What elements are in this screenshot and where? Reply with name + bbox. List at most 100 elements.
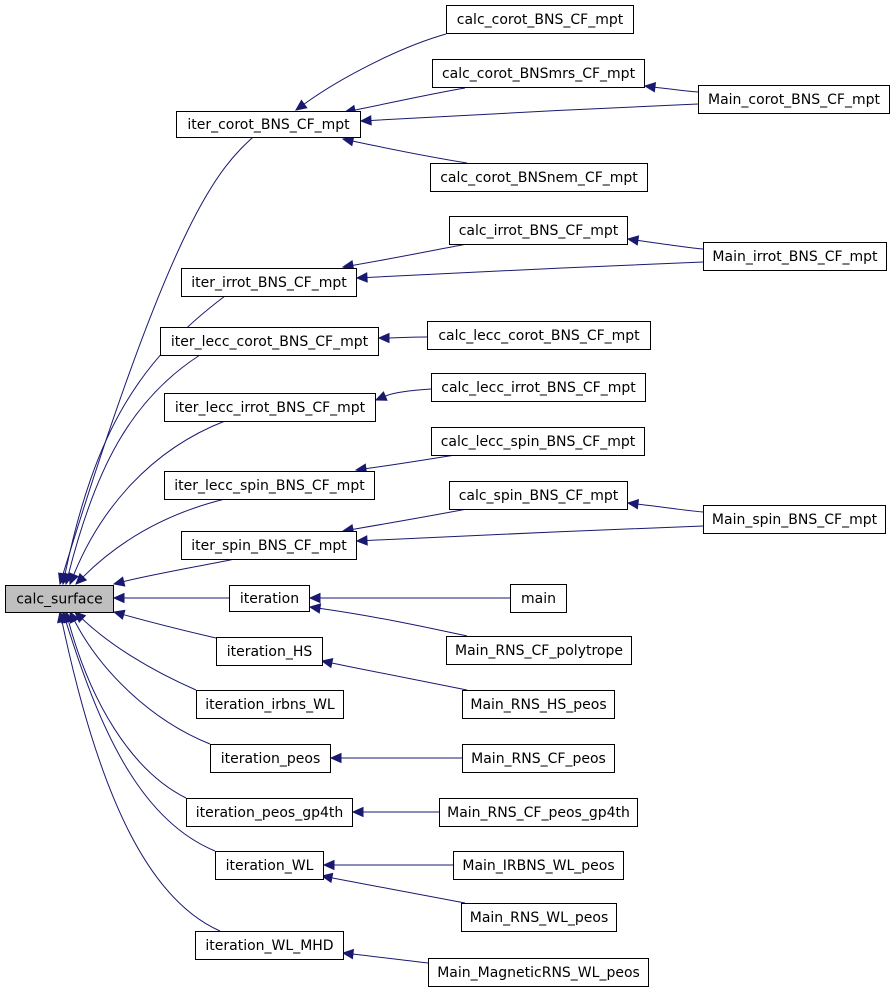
node-box[interactable] [446, 5, 634, 34]
node-box[interactable] [449, 481, 628, 510]
node-box[interactable] [431, 427, 645, 456]
node-main-corot-bns-cf-mpt[interactable]: Main_corot_BNS_CF_mpt [698, 85, 890, 114]
node-iter-lecc-corot-bns-cf-mpt[interactable]: iter_lecc_corot_BNS_CF_mpt [160, 327, 379, 356]
node-box[interactable] [431, 373, 646, 402]
node-main-rns-cf-peos-gp4th[interactable]: Main_RNS_CF_peos_gp4th [439, 798, 638, 827]
edge-line [81, 618, 197, 691]
edge-iteration-wl-mhd-to-calc-surface [57, 610, 221, 932]
edge-line [366, 525, 704, 541]
node-main-rns-wl-peos[interactable]: Main_RNS_WL_peos [461, 903, 617, 932]
node-main-rns-cf-peos[interactable]: Main_RNS_CF_peos [462, 744, 615, 773]
node-iteration-peos[interactable]: iteration_peos [210, 744, 331, 773]
edge-main-magneticrns-wl-peos-to-iteration-wl-mhd [341, 948, 429, 964]
node-box[interactable] [462, 690, 615, 719]
node-calc-spin-bns-cf-mpt[interactable]: calc_spin_BNS_CF_mpt [449, 481, 628, 510]
node-iter-lecc-irrot-bns-cf-mpt[interactable]: iter_lecc_irrot_BNS_CF_mpt [164, 393, 376, 422]
node-label: iteration_HS [227, 644, 313, 660]
node-calc-surface[interactable]: calc_surface [5, 585, 114, 613]
node-label: Main_corot_BNS_CF_mpt [708, 92, 881, 108]
node-calc-lecc-irrot-bns-cf-mpt[interactable]: calc_lecc_irrot_BNS_CF_mpt [431, 373, 646, 402]
node-box[interactable] [160, 327, 379, 356]
arrow-head [643, 82, 657, 93]
edge-line [365, 454, 456, 470]
node-iteration-hs[interactable]: iteration_HS [216, 637, 323, 666]
node-box[interactable] [453, 851, 624, 880]
node-calc-corot-bnsnem-cf-mpt[interactable]: calc_corot_BNSnem_CF_mpt [430, 163, 648, 192]
edge-line [319, 607, 468, 637]
node-box[interactable] [210, 744, 331, 773]
node-label: iteration [240, 591, 299, 607]
node-iteration-irbns-wl[interactable]: iteration_irbns_WL [196, 690, 344, 719]
node-box[interactable] [432, 59, 645, 88]
node-box[interactable] [164, 471, 375, 500]
node-iter-irrot-bns-cf-mpt[interactable]: iter_irrot_BNS_CF_mpt [181, 268, 357, 297]
edge-calc-corot-bnsmrs-cf-mpt-to-iter-corot-bns-cf-mpt [343, 87, 466, 116]
edge-line [331, 877, 466, 904]
node-box[interactable] [196, 690, 344, 719]
edge-main-rns-hs-peos-to-iteration-hs [320, 657, 468, 691]
node-box[interactable] [164, 393, 376, 422]
node-box[interactable] [703, 505, 886, 534]
node-main-irbns-wl-peos[interactable]: Main_IRBNS_WL_peos [453, 851, 624, 880]
arrow-head [320, 872, 334, 884]
node-calc-irrot-bns-cf-mpt[interactable]: calc_irrot_BNS_CF_mpt [449, 216, 628, 245]
arrow-head [112, 609, 126, 620]
node-iteration-wl-mhd[interactable]: iteration_WL_MHD [195, 931, 344, 960]
node-iteration-wl[interactable]: iteration_WL [215, 851, 324, 880]
node-main-spin-bns-cf-mpt[interactable]: Main_spin_BNS_CF_mpt [703, 505, 886, 534]
node-box[interactable] [461, 903, 617, 932]
node-main-magneticrns-wl-peos[interactable]: Main_MagneticRNS_WL_peos [428, 958, 649, 987]
node-box[interactable] [462, 744, 615, 773]
node-box[interactable] [216, 637, 323, 666]
edge-calc-lecc-irrot-bns-cf-mpt-to-iter-lecc-irrot-bns-cf-mpt [374, 388, 432, 401]
node-box[interactable] [181, 531, 357, 560]
node-calc-lecc-corot-bns-cf-mpt[interactable]: calc_lecc_corot_BNS_CF_mpt [427, 321, 651, 350]
node-main-rns-cf-polytrope[interactable]: Main_RNS_CF_polytrope [446, 636, 632, 665]
edge-line [354, 87, 466, 111]
arrow-head [308, 603, 322, 614]
node-iter-corot-bns-cf-mpt[interactable]: iter_corot_BNS_CF_mpt [176, 111, 361, 138]
edge-main-rns-wl-peos-to-iteration-wl [320, 872, 466, 904]
edge-line [123, 614, 217, 639]
node-label: Main_spin_BNS_CF_mpt [712, 512, 878, 528]
node-main-irrot-bns-cf-mpt[interactable]: Main_irrot_BNS_CF_mpt [703, 242, 887, 271]
node-box[interactable] [181, 268, 357, 297]
node-box[interactable] [5, 585, 114, 613]
node-box[interactable] [229, 585, 310, 612]
node-box[interactable] [186, 798, 353, 827]
node-main-rns-hs-peos[interactable]: Main_RNS_HS_peos [462, 690, 615, 719]
node-box[interactable] [195, 931, 344, 960]
node-box[interactable] [698, 85, 890, 114]
arrow-head [351, 806, 364, 818]
node-calc-corot-bnsmrs-cf-mpt[interactable]: calc_corot_BNSmrs_CF_mpt [432, 59, 645, 88]
node-label: iteration_WL_MHD [205, 938, 333, 954]
arrow-head [329, 752, 342, 764]
node-box[interactable] [430, 163, 648, 192]
edge-iter-lecc-spin-bns-cf-mpt-to-calc-surface [75, 498, 226, 585]
node-iteration-peos-gp4th[interactable]: iteration_peos_gp4th [186, 798, 353, 827]
node-box[interactable] [176, 111, 361, 138]
node-calc-corot-bns-cf-mpt[interactable]: calc_corot_BNS_CF_mpt [446, 5, 634, 34]
node-iter-lecc-spin-bns-cf-mpt[interactable]: iter_lecc_spin_BNS_CF_mpt [164, 471, 375, 500]
edge-line [352, 953, 429, 964]
node-box[interactable] [446, 636, 632, 665]
node-iteration[interactable]: iteration [229, 585, 310, 612]
node-main[interactable]: main [510, 584, 567, 613]
arrow-head [112, 592, 125, 604]
edge-line [352, 140, 468, 164]
arrow-head [75, 572, 88, 585]
edge-main-corot-bns-cf-mpt-to-calc-corot-bnsmrs-cf-mpt [643, 82, 699, 93]
edge-layer [57, 33, 704, 964]
node-box[interactable] [428, 958, 649, 987]
node-box[interactable] [449, 216, 628, 245]
node-box[interactable] [427, 321, 651, 350]
node-calc-lecc-spin-bns-cf-mpt[interactable]: calc_lecc_spin_BNS_CF_mpt [431, 427, 645, 456]
edge-iteration-hs-to-calc-surface [112, 609, 217, 639]
node-box[interactable] [439, 798, 638, 827]
node-box[interactable] [215, 851, 324, 880]
node-box[interactable] [703, 242, 887, 271]
node-box[interactable] [510, 584, 567, 613]
edge-line [331, 662, 468, 691]
edge-main-rns-cf-peos-to-iteration-peos [329, 752, 463, 764]
node-iter-spin-bns-cf-mpt[interactable]: iter_spin_BNS_CF_mpt [181, 531, 357, 560]
